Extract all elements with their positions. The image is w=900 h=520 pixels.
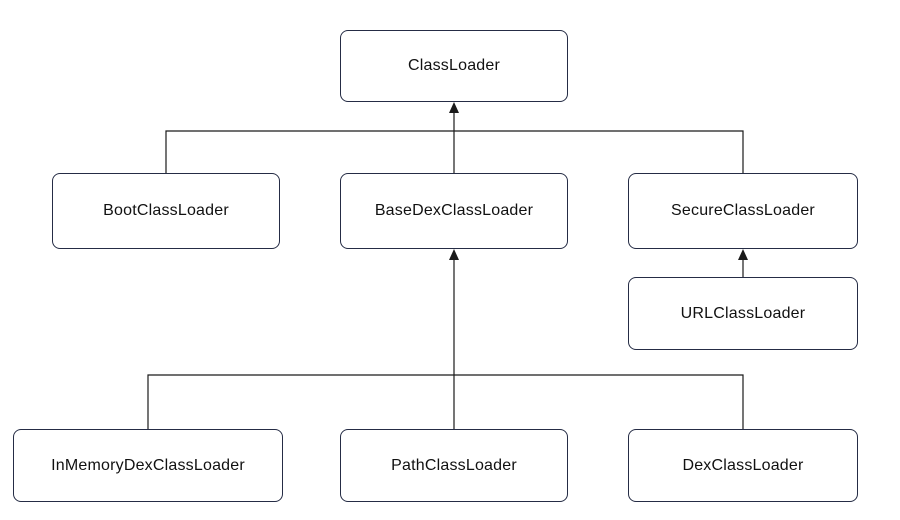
node-label: ClassLoader — [407, 57, 501, 74]
node-bootclassloader: BootClassLoader — [52, 173, 280, 249]
node-urlclassloader: URLClassLoader — [628, 277, 858, 350]
node-basedexclassloader: BaseDexClassLoader — [340, 173, 568, 249]
node-label: URLClassLoader — [680, 304, 806, 322]
node-label: SecureClassLoader — [671, 202, 815, 219]
node-secureclassloader: SecureClassLoader — [628, 173, 858, 249]
arrowhead-basedexclassloader — [449, 249, 459, 260]
node-label: PathClassLoader — [391, 456, 517, 474]
node-classloader: ClassLoader — [340, 30, 568, 102]
edge-rail-bottom — [147, 374, 744, 429]
node-label: BaseDexClassLoader — [374, 202, 534, 219]
arrowhead-secureclassloader — [738, 249, 748, 260]
arrowhead-classloader — [449, 102, 459, 113]
node-label: BootClassLoader — [103, 202, 229, 219]
node-label: DexClassLoader — [682, 456, 804, 474]
node-inmemorydexclassloader: InMemoryDexClassLoader — [13, 429, 283, 502]
node-pathclassloader: PathClassLoader — [340, 429, 568, 502]
node-dexclassloader: DexClassLoader — [628, 429, 858, 502]
node-label: InMemoryDexClassLoader — [51, 456, 245, 474]
